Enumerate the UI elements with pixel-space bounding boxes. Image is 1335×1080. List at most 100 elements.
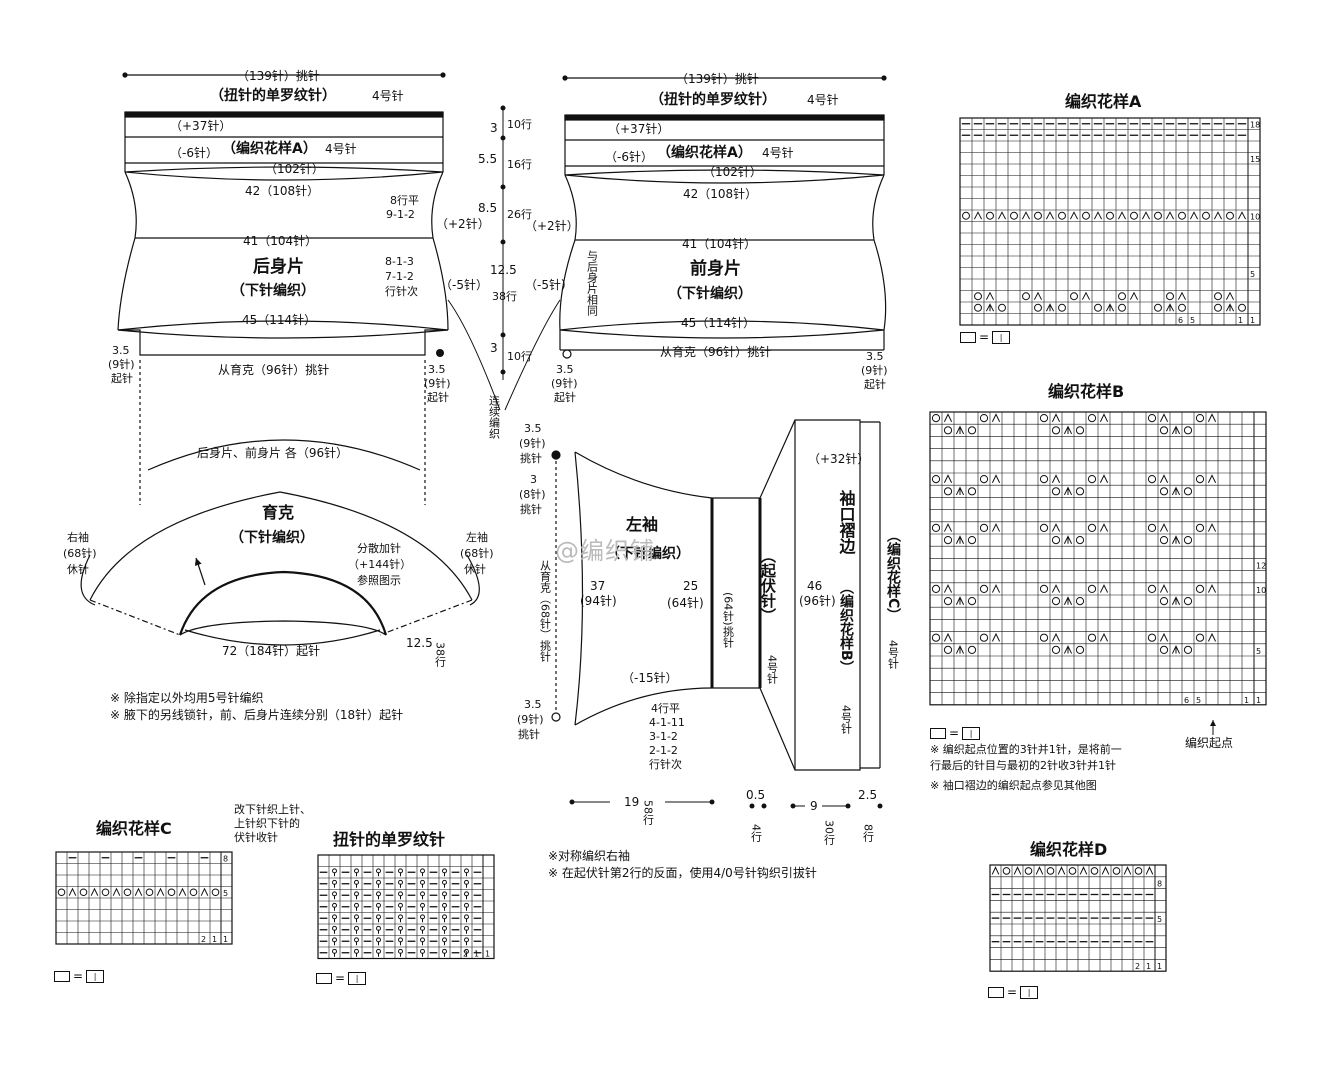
yarn-over-symbol <box>931 475 941 484</box>
legend-empty-box <box>960 332 976 343</box>
decrease-symbol <box>112 887 121 896</box>
yarn-over-symbol <box>998 303 1006 312</box>
decrease-symbol <box>1207 584 1217 593</box>
sleeve-castoff: （起伏针） <box>759 548 777 623</box>
sleeve-subtitle: （下针编织） <box>606 545 690 562</box>
decrease-symbol <box>1159 584 1169 593</box>
central-decrease-symbol <box>955 645 965 654</box>
decrease-symbol <box>991 632 1001 642</box>
yarn-over-symbol <box>1058 303 1066 312</box>
yarn-over-symbol <box>967 487 977 496</box>
yarn-over-symbol <box>1039 475 1049 484</box>
yarn-over-symbol <box>1039 523 1049 533</box>
decrease-symbol <box>1207 523 1217 532</box>
decrease-symbol <box>1159 523 1169 532</box>
yarn-over-symbol <box>979 475 989 484</box>
column-number: 2 <box>201 935 206 944</box>
decrease-symbol <box>943 474 953 483</box>
legend-equals: = <box>73 969 84 983</box>
center-dim-3-rows: 26行 <box>507 208 532 221</box>
front-pattern-a: （编织花样A） <box>657 144 752 161</box>
decrease-symbol <box>1081 291 1091 300</box>
central-decrease-symbol <box>1105 303 1115 312</box>
back-dec-row-1: 8-1-3 <box>385 255 414 268</box>
decrease-symbol <box>1051 584 1061 593</box>
central-decrease-symbol <box>955 486 965 496</box>
yoke-top-label: 后身片、前身片 各（96针） <box>197 445 348 460</box>
yarn-over-symbol <box>1051 426 1061 435</box>
pattern-b-title: 编织花样B <box>1048 382 1125 401</box>
back-minus6: （-6针） <box>170 145 218 160</box>
front-pattern-a-needle: 4号针 <box>762 145 794 160</box>
yarn-over-symbol <box>1166 292 1174 301</box>
central-decrease-symbol <box>1045 303 1055 312</box>
legend-knit-symbol: | <box>962 727 981 740</box>
yarn-over-symbol <box>1195 414 1205 423</box>
yarn-over-symbol <box>1082 211 1090 220</box>
yarn-over-symbol <box>979 584 989 594</box>
central-decrease-symbol <box>1171 535 1181 544</box>
yarn-over-symbol <box>1075 645 1085 655</box>
front-side-note: 与后身片相同 <box>586 250 599 317</box>
decrease-symbol <box>1101 866 1110 875</box>
decrease-symbol <box>1051 413 1061 422</box>
decrease-symbol <box>1093 211 1103 220</box>
yarn-over-symbol <box>211 888 220 897</box>
decrease-symbol <box>1159 474 1169 483</box>
yoke-right-sleeve-3: 休针 <box>67 562 89 576</box>
back-left-cast-1: 3.5 <box>112 344 130 357</box>
decrease-symbol <box>178 887 187 896</box>
yarn-over-symbol <box>1195 523 1205 533</box>
back-minus5: （-5针） <box>440 277 488 292</box>
front-left-cast-2: (9针) <box>551 376 578 390</box>
row-number: 12 <box>1256 562 1266 571</box>
central-decrease-symbol <box>985 303 995 312</box>
yarn-over-symbol <box>1147 633 1157 642</box>
front-rib-needle: 4号针 <box>807 92 839 107</box>
decrease-symbol <box>1057 866 1066 875</box>
pattern-b-note-1: ※ 编织起点位置的3针并1针，是将前一 <box>930 743 1122 756</box>
yarn-over-symbol <box>931 633 941 642</box>
pattern-d-title: 编织花样D <box>1030 840 1108 859</box>
back-rib-needle: 4号针 <box>372 88 404 103</box>
sleeve-bottom-pick-3: 挑针 <box>518 727 540 741</box>
sleeve-cuff-needle: 4号针 <box>840 705 853 735</box>
yarn-over-symbol <box>1034 211 1042 220</box>
center-dim-1-rows: 10行 <box>507 118 532 131</box>
decrease-symbol <box>1189 211 1199 220</box>
sleeve-star-pick-1: 3 <box>530 473 537 486</box>
yarn-over-symbol <box>1178 303 1186 312</box>
yarn-over-symbol <box>1058 211 1066 220</box>
decrease-symbol <box>1099 474 1109 483</box>
yarn-over-symbol <box>1183 536 1193 545</box>
front-right-cast-3: 起针 <box>864 377 886 391</box>
back-st108: 42（108针） <box>245 183 319 198</box>
decrease-symbol <box>1225 291 1235 300</box>
sleeve-st94: (94针) <box>580 593 617 608</box>
yarn-over-symbol <box>1087 523 1097 533</box>
notes-middle: ※对称编织右袖 ※ 在起伏针第2行的反面，使用4/0号针钩织引拔针 <box>548 848 817 882</box>
pattern-b-start-label: 编织起点 <box>1185 735 1233 750</box>
yarn-over-symbol <box>1090 867 1099 875</box>
column-number: 1 <box>1244 696 1249 705</box>
decrease-symbol <box>1033 291 1043 300</box>
yarn-over-symbol <box>1195 584 1205 594</box>
yarn-over-symbol <box>167 888 176 897</box>
pattern-a-legend: =| <box>960 330 1011 344</box>
yarn-over-symbol <box>1075 487 1085 496</box>
notes-left: ※ 除指定以外均用5号针编织 ※ 腋下的另线锁针，前、后身片连续分别（18针）起… <box>110 690 403 724</box>
sleeve-piece <box>551 419 881 771</box>
back-rib-label: （扭针的单罗纹针） <box>210 87 336 104</box>
yarn-over-symbol <box>1178 211 1186 220</box>
yarn-over-symbol <box>943 597 953 606</box>
front-st104: 41（104针） <box>682 236 756 251</box>
sleeve-len46: 46 <box>807 579 822 593</box>
yarn-over-symbol <box>1039 584 1049 594</box>
yarn-over-symbol <box>967 426 977 435</box>
yarn-over-symbol <box>1087 633 1097 642</box>
note-left-2: ※ 腋下的另线锁针，前、后身片连续分别（18针）起针 <box>110 708 404 722</box>
legend-equals: = <box>979 330 990 344</box>
